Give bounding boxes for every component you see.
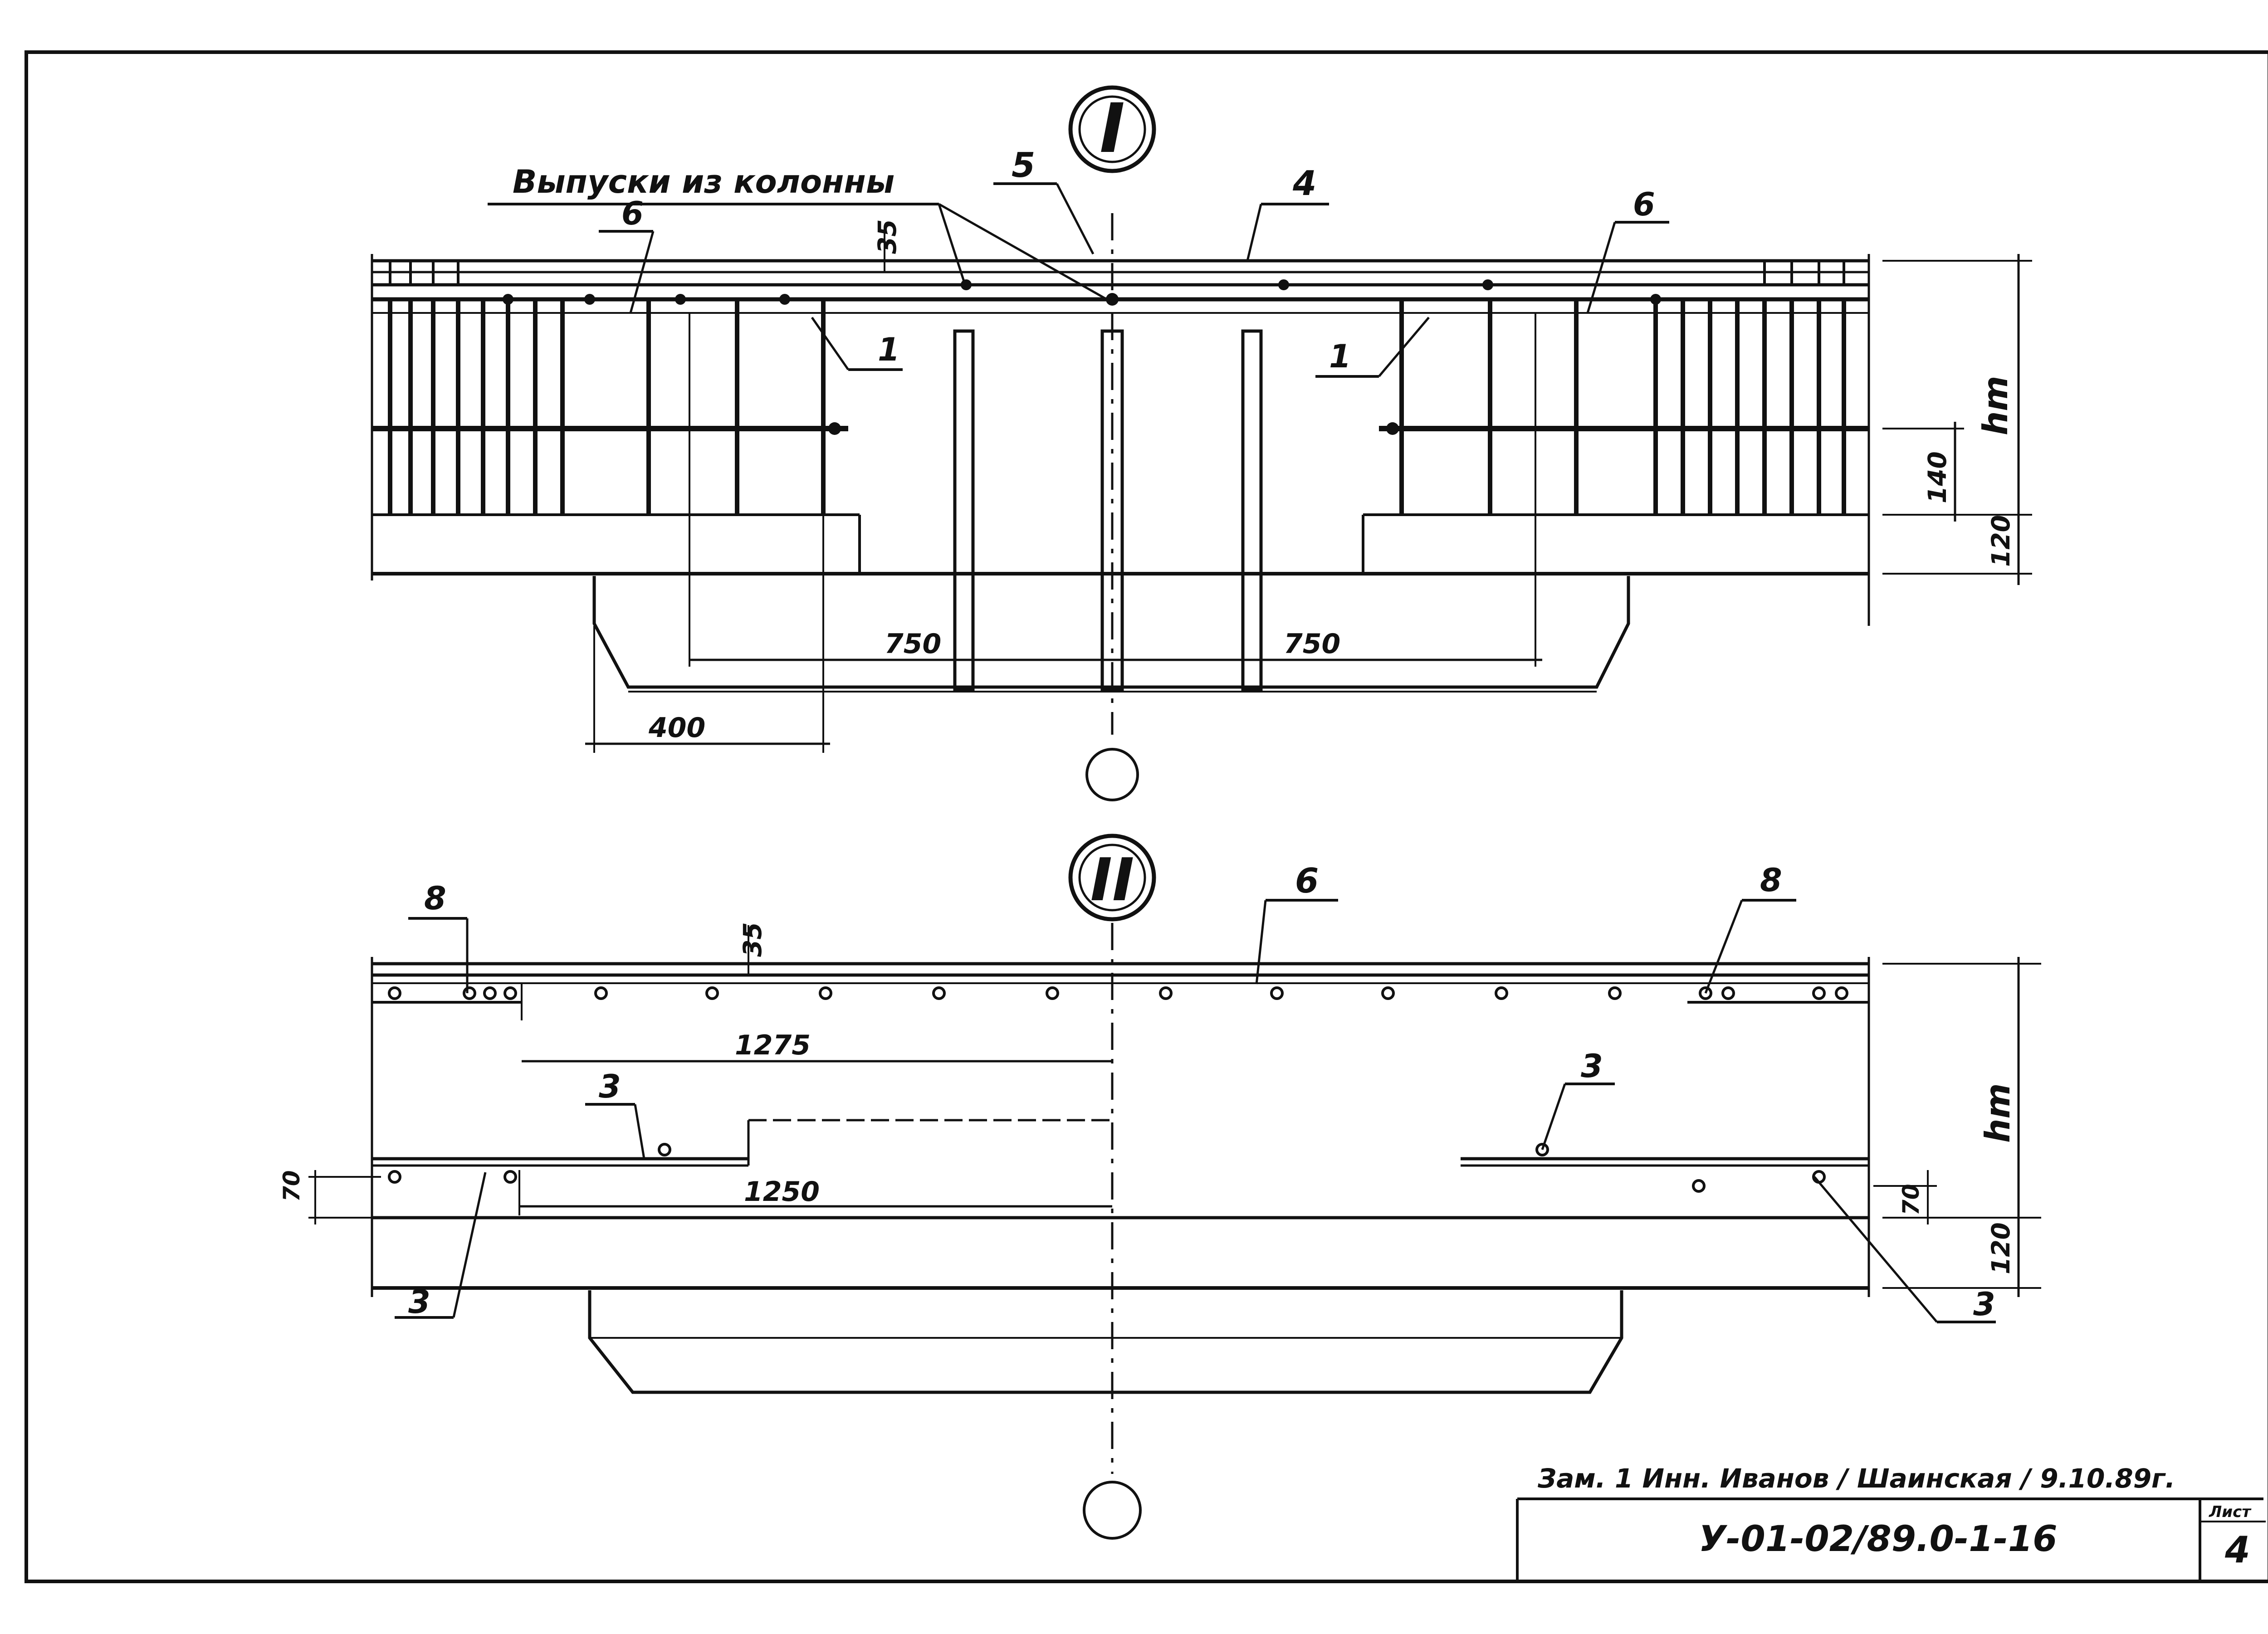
dim-120-2: 120 [1986,1222,2015,1274]
callout-6-right: 6 [1633,186,1655,223]
callout-1-left: 1 [878,331,900,368]
drawing-code: У-01-02/89.0-1-16 [1699,1519,2057,1560]
sheet-label: Лист [2209,1503,2252,1521]
callout-6-section2: 6 [1295,861,1319,901]
callout-3-upper-right: 3 [1581,1048,1603,1085]
dim-70-right: 70 [1898,1184,1924,1215]
callout-6-left: 6 [621,195,644,232]
dim-750-right: 750 [1284,628,1340,660]
top-bar-dots [388,986,1848,1000]
callout-column-outlets: Выпуски из колонны [513,163,894,200]
stirrups-right [1399,299,1846,515]
callout-3-lower-right: 3 [1973,1286,1995,1323]
column-outlet-bars [953,329,1263,691]
dim-35-section2: 35 [738,922,767,957]
callout-3-upper-left: 3 [599,1068,621,1105]
section-mark-1-label: I [1100,89,1125,168]
dim-120-1: 120 [1986,515,2015,567]
dim-hm-2: hm [1978,1083,2018,1143]
title-block: Зам. 1 Инн. Иванов / Шаинская / 9.10.89г… [1516,1463,2266,1581]
axis-bubble-1 [1085,748,1139,801]
stirrups-left [388,299,826,515]
axis-bubble-2 [1083,1481,1142,1540]
sheet-number: 4 [2224,1529,2250,1571]
callout-8-left: 8 [424,880,446,917]
callout-4: 4 [1292,163,1316,203]
section-mark-2-circle [1068,834,1156,922]
section-2-view: II [279,834,2041,1540]
section-1-view: I [371,85,2032,801]
callout-5: 5 [1012,145,1035,185]
dim-70-left: 70 [279,1170,305,1202]
callout-3-lower-left: 3 [408,1283,430,1321]
dim-hm-1: hm [1975,376,2015,435]
section-mark-1-circle [1068,85,1156,173]
callout-1-right: 1 [1329,338,1351,375]
section-mark-2-label: II [1090,845,1134,914]
dim-1250: 1250 [744,1176,820,1208]
dim-1275: 1275 [735,1029,811,1061]
dim-140: 140 [1923,451,1952,503]
revision-note: Зам. 1 Инн. Иванов / Шаинская / 9.10.89г… [1537,1463,2175,1494]
dim-400: 400 [648,712,705,744]
callout-8-right: 8 [1760,862,1782,899]
sheet-frame [24,50,2268,1583]
dim-35-top: 35 [873,219,902,254]
dim-750-left: 750 [885,628,941,660]
